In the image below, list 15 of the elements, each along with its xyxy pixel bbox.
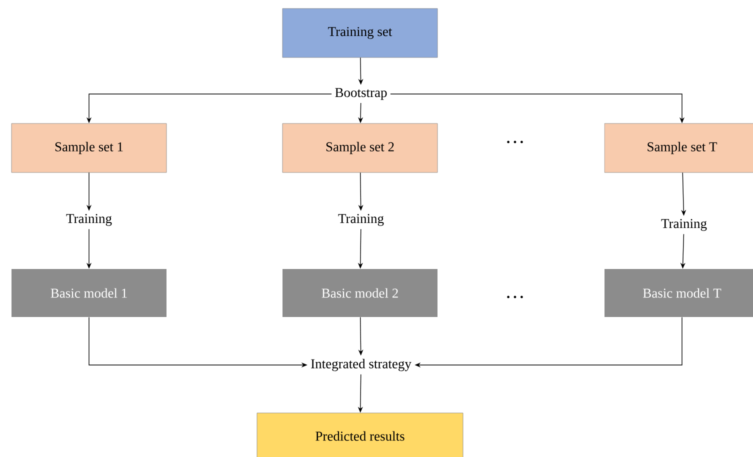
input-box: Training set <box>282 8 438 58</box>
ellipsis: … <box>507 140 523 144</box>
step-label: Training <box>66 214 112 226</box>
model-box: Basic model 1 <box>12 268 166 317</box>
model-box: Basic model T <box>604 268 753 317</box>
step-label: Integrated strategy <box>311 358 412 372</box>
sample-box: Sample set 1 <box>11 123 167 173</box>
step-label: Bootstrap <box>335 88 387 100</box>
step-label: Training <box>338 214 384 226</box>
sample-box: Sample set T <box>604 123 753 173</box>
model-box: Basic model 2 <box>282 268 438 317</box>
sample-box: Sample set 2 <box>282 123 438 173</box>
result-box: Predicted results <box>256 412 464 457</box>
ellipsis: … <box>507 296 523 298</box>
step-label: Training <box>661 219 707 231</box>
